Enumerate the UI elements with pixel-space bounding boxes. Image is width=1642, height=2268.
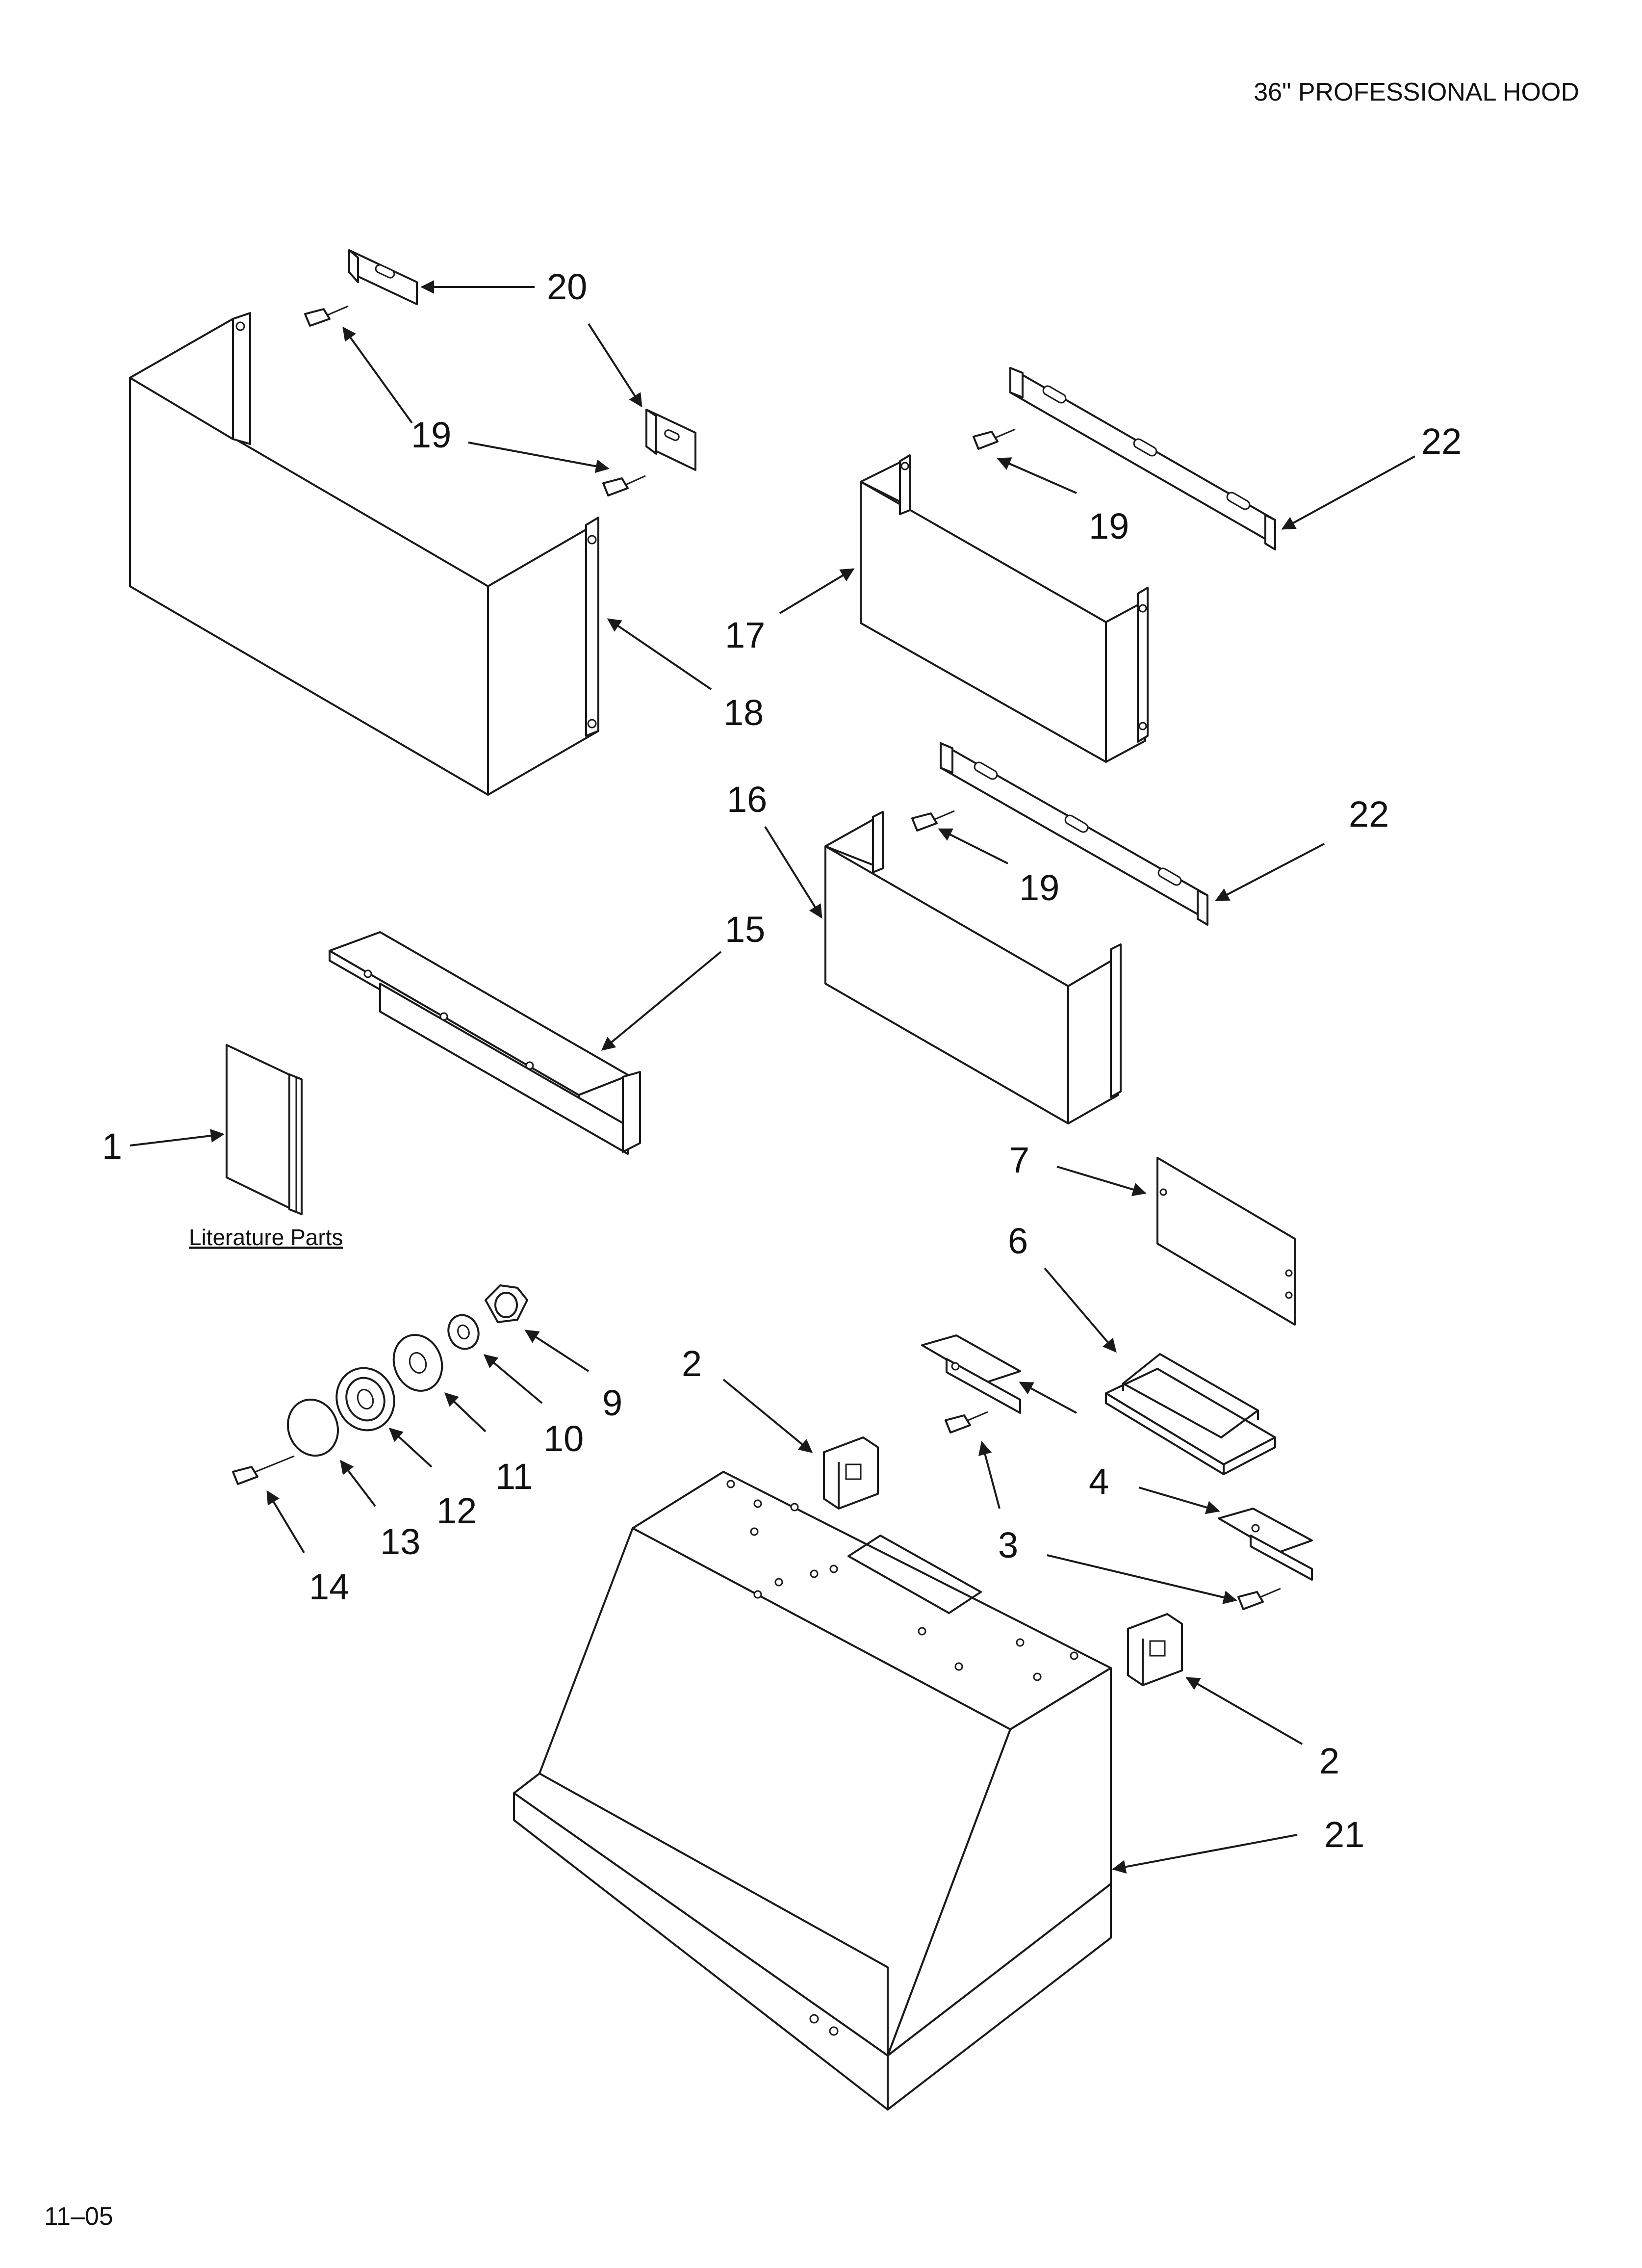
part-11-washer bbox=[392, 1334, 443, 1392]
callout-15: 15 bbox=[725, 909, 765, 950]
part-15-channel-bracket bbox=[329, 931, 641, 1155]
callout-22: 22 bbox=[1349, 794, 1389, 834]
callout-7: 7 bbox=[1009, 1140, 1029, 1180]
callout-16: 16 bbox=[727, 779, 767, 820]
callout-21: 21 bbox=[1324, 1814, 1364, 1855]
part-22-rail-lower bbox=[940, 742, 1208, 926]
callout-1: 1 bbox=[102, 1126, 122, 1167]
part-22-rail-upper bbox=[1009, 367, 1276, 550]
part-20-bracket-upper-left bbox=[348, 249, 418, 305]
callout-14: 14 bbox=[309, 1566, 349, 1607]
part-18-upper-duct-cover bbox=[129, 312, 599, 796]
part-13-washer bbox=[286, 1398, 339, 1457]
callout-20: 20 bbox=[547, 266, 587, 307]
literature-parts-label: Literature Parts bbox=[189, 1225, 343, 1250]
callout-18: 18 bbox=[723, 692, 764, 733]
part-10-washer bbox=[447, 1314, 480, 1350]
part-7-plate bbox=[1156, 1157, 1296, 1326]
hood-top-holes bbox=[726, 1480, 1078, 1681]
part-12-spacer bbox=[335, 1367, 395, 1432]
part-16-duct-cover bbox=[824, 811, 1122, 1124]
part-4-bracket-upper bbox=[921, 1334, 1021, 1414]
part-19-screw-a bbox=[304, 305, 349, 327]
callout-numbers: 20 19 22 19 17 18 16 22 19 15 1 7 6 2 9 … bbox=[102, 266, 1462, 1855]
callout-6: 6 bbox=[1008, 1221, 1028, 1261]
part-9-nut bbox=[485, 1284, 528, 1323]
part-19-screw-b bbox=[602, 475, 646, 496]
diagram-title: 36" PROFESSIONAL HOOD bbox=[1254, 78, 1579, 106]
part-20-bracket-upper-right bbox=[645, 409, 696, 471]
callout-9: 9 bbox=[602, 1382, 622, 1423]
callout-19: 19 bbox=[411, 415, 451, 455]
callout-22: 22 bbox=[1421, 421, 1462, 462]
callout-19: 19 bbox=[1019, 867, 1059, 908]
part-6-tray bbox=[1105, 1353, 1276, 1475]
callout-13: 13 bbox=[380, 1521, 420, 1562]
part-3-screw-a bbox=[945, 1411, 988, 1434]
part-3-screw-b bbox=[1237, 1588, 1281, 1610]
callout-2: 2 bbox=[1319, 1741, 1339, 1781]
callout-2: 2 bbox=[682, 1343, 702, 1384]
callout-11: 11 bbox=[495, 1456, 533, 1497]
part-19-screw-d bbox=[911, 810, 955, 832]
part-2-clip-lower bbox=[1127, 1613, 1183, 1686]
part-1-literature bbox=[226, 1044, 303, 1215]
part-17-duct-cover bbox=[860, 454, 1149, 763]
part-4-bracket-lower bbox=[1218, 1508, 1313, 1581]
leader-lines bbox=[129, 280, 1415, 1874]
part-2-clip-upper bbox=[823, 1436, 879, 1510]
part-14-screw bbox=[232, 1455, 295, 1485]
callout-19: 19 bbox=[1089, 506, 1129, 547]
callout-10: 10 bbox=[543, 1418, 584, 1459]
callout-3: 3 bbox=[998, 1525, 1018, 1565]
callout-12: 12 bbox=[436, 1490, 477, 1531]
revision-date: 11–05 bbox=[44, 2202, 113, 2231]
part-19-screw-c bbox=[973, 428, 1016, 450]
callout-4: 4 bbox=[1089, 1461, 1109, 1502]
callout-17: 17 bbox=[725, 615, 765, 655]
part-21-hood-body bbox=[513, 1471, 1112, 2111]
